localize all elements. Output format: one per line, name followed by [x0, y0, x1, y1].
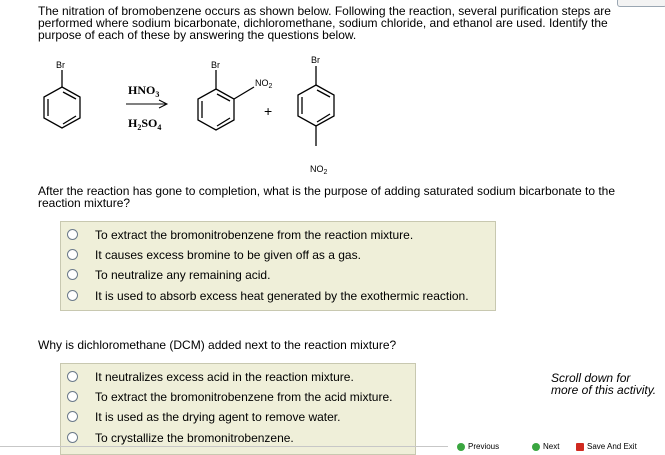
scroll-note: Scroll down for more of this activity. — [551, 372, 656, 396]
radio-button[interactable] — [67, 229, 78, 240]
previous-label: Previous — [468, 442, 500, 451]
question-1-options — [60, 221, 496, 311]
plus-sign: + — [264, 103, 272, 119]
reagent-h2so4: H2SO4 — [128, 116, 161, 132]
question-2-text: Why is dichloromethane (DCM) added next … — [38, 338, 397, 352]
radio-button[interactable] — [67, 391, 78, 402]
radio-button[interactable] — [67, 249, 78, 260]
question-1-text: After the reaction has gone to completio… — [38, 184, 616, 210]
radio-button[interactable] — [67, 411, 78, 422]
intro-text: The nitration of bromobenzene occurs as … — [38, 4, 611, 42]
reagent-hno3: HNO3 — [128, 83, 159, 99]
reactant-br-label: Br — [56, 60, 65, 70]
para-br-label: Br — [311, 55, 320, 65]
bottom-divider — [0, 446, 448, 447]
next-arrow-icon — [532, 443, 540, 451]
radio-button[interactable] — [67, 371, 78, 382]
ortho-no2-label: NO2 — [255, 78, 273, 90]
option-label[interactable]: To extract the bromonitrobenzene from th… — [95, 228, 414, 242]
radio-button[interactable] — [67, 269, 78, 280]
next-label: Next — [543, 442, 560, 451]
top-tab[interactable] — [617, 0, 665, 7]
reaction-scheme: Br HNO3 H2SO4 Br NO2 + Br NO2 — [43, 55, 335, 176]
question-2-options — [60, 363, 416, 455]
ortho-product-structure — [197, 70, 255, 131]
option-label[interactable]: It causes excess bromine to be given off… — [95, 248, 361, 262]
option-label[interactable]: It is used as the drying agent to remove… — [95, 410, 341, 424]
option-label[interactable]: To crystallize the bromonitrobenzene. — [95, 431, 294, 445]
option-label[interactable]: To extract the bromonitrobenzene from th… — [95, 390, 393, 404]
option-label[interactable]: It neutralizes excess acid in the reacti… — [95, 370, 354, 384]
para-product-structure — [297, 66, 335, 146]
radio-button[interactable] — [67, 432, 78, 443]
previous-arrow-icon — [457, 443, 465, 451]
option-label[interactable]: It is used to absorb excess heat generat… — [95, 289, 469, 303]
option-label[interactable]: To neutralize any remaining acid. — [95, 268, 271, 282]
bromobenzene-structure — [43, 70, 81, 129]
para-no2-label: NO2 — [310, 164, 328, 176]
next-button[interactable]: Next — [532, 443, 559, 451]
ortho-br-label: Br — [211, 60, 220, 70]
radio-button[interactable] — [67, 290, 78, 301]
save-exit-label: Save And Exit — [587, 442, 637, 451]
save-and-exit-button[interactable]: Save And Exit — [576, 443, 637, 451]
scroll-note-line-2: more of this activity. — [551, 383, 657, 397]
scroll-note-line-1: Scroll down for — [551, 371, 631, 385]
save-exit-icon — [576, 443, 584, 451]
previous-button[interactable]: Previous — [457, 443, 499, 451]
